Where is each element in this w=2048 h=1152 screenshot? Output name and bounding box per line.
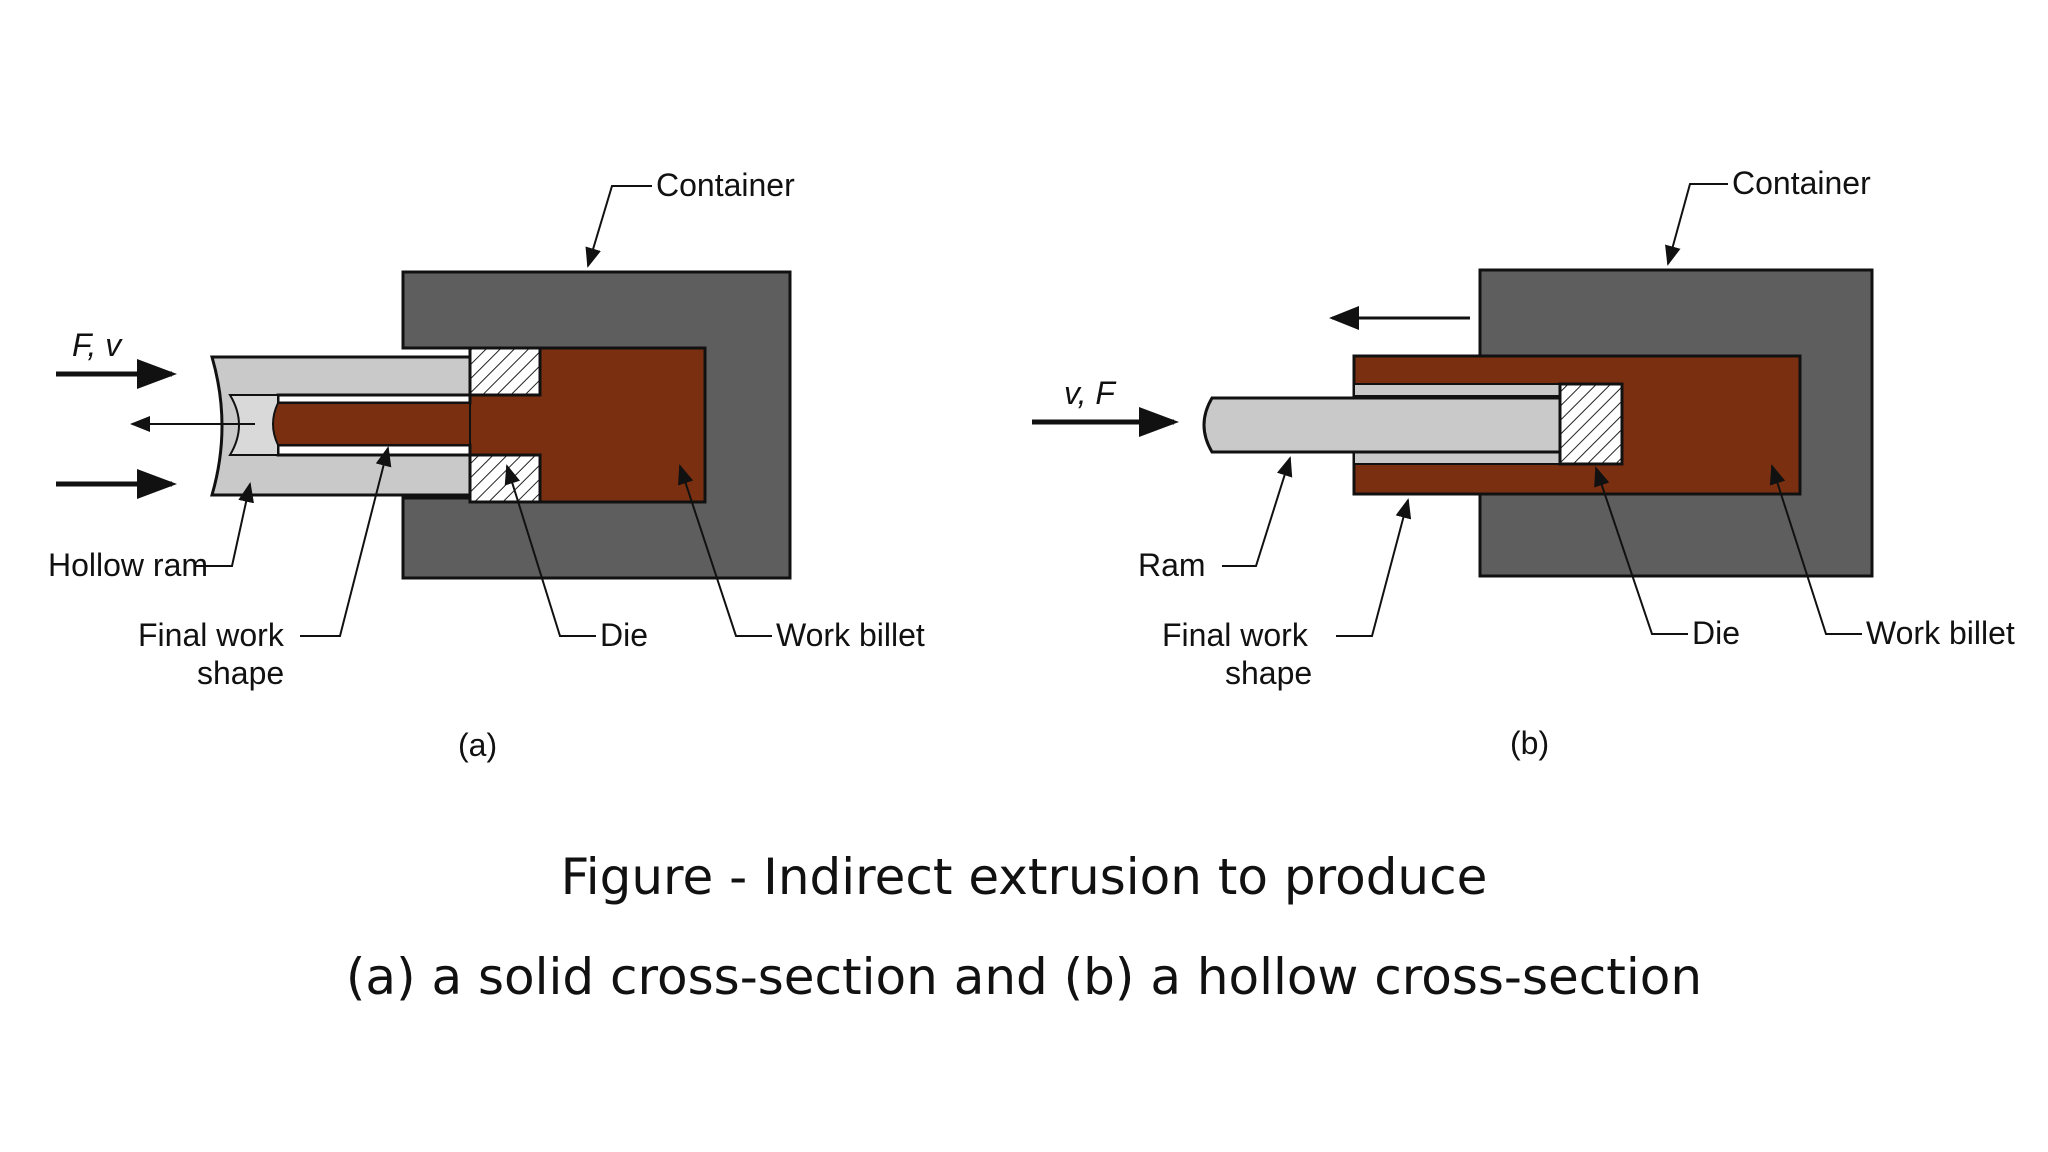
die-b (1558, 382, 1624, 466)
final-work-label-b-2: shape (1225, 655, 1312, 691)
final-work-label-a-1: Final work (138, 617, 285, 653)
work-billet-label-a: Work billet (776, 617, 925, 653)
ram-b (1202, 396, 1562, 454)
die-leader-a (504, 464, 596, 637)
die-leader-b (1594, 466, 1688, 635)
force-label-b: v, F (1064, 375, 1117, 411)
final-work-label-a-2: shape (197, 655, 284, 691)
die-label-a: Die (600, 617, 648, 653)
ram-leader-b (1222, 456, 1293, 567)
force-label-a: F, v (72, 327, 123, 363)
container-label-a: Container (656, 167, 795, 203)
container-leader-b (1665, 183, 1728, 266)
panel-a: F, v Container Hollow ram Final work sha… (48, 167, 925, 763)
die-lower-a (468, 453, 542, 504)
ram-label-b: Ram (1138, 547, 1206, 583)
work-billet-leader-b (1769, 464, 1862, 635)
final-work-label-b-1: Final work (1162, 617, 1309, 653)
final-work-leader-b (1336, 498, 1412, 637)
final-work-leader-a (300, 446, 392, 637)
container-label-b: Container (1732, 165, 1871, 201)
die-label-b: Die (1692, 615, 1740, 651)
panel-label-a: (a) (458, 727, 497, 763)
work-billet-label-b: Work billet (1866, 615, 2015, 651)
die-upper-a (468, 346, 542, 397)
caption-line-2: (a) a solid cross-section and (b) a holl… (345, 948, 1703, 1006)
caption-line-1: Figure - Indirect extrusion to produce (560, 848, 1488, 906)
panel-label-b: (b) (1510, 725, 1549, 761)
container-leader-a (585, 185, 652, 268)
hollow-ram-leader-a (196, 482, 254, 567)
panel-b: v, F Container Ram Final work shape Die … (1032, 165, 2015, 761)
final-work-rod-a (272, 402, 471, 446)
work-billet-leader-a (678, 464, 772, 637)
hollow-ram-label-a: Hollow ram (48, 547, 208, 583)
